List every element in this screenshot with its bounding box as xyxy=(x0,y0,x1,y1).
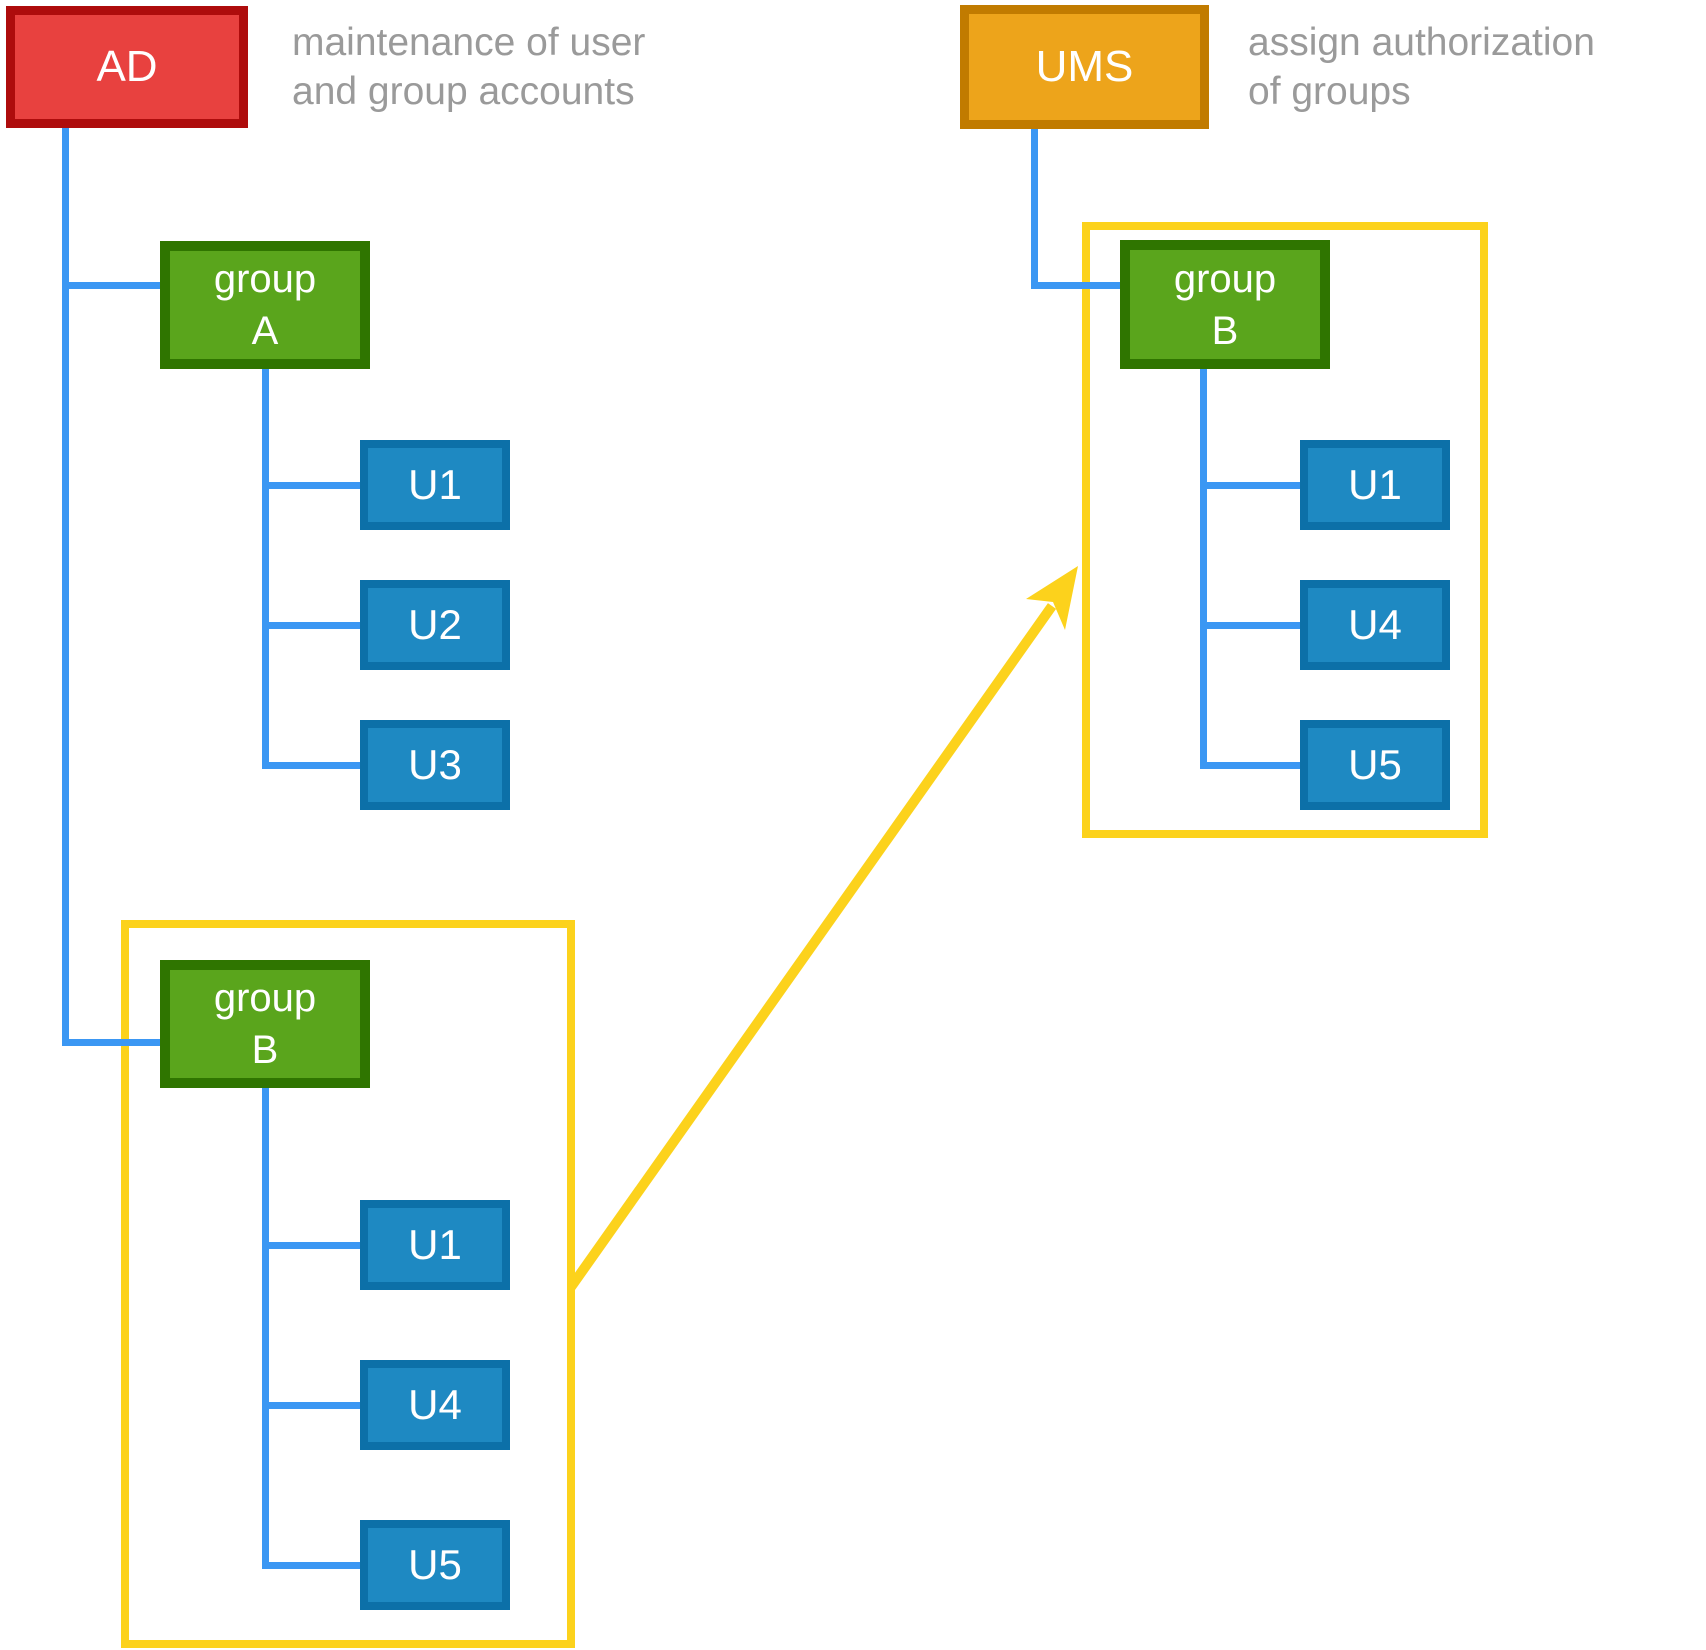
connector-group-a-u2 xyxy=(262,622,360,629)
connector-group-b-ad-u5 xyxy=(262,1562,360,1569)
user-box-group-b-ums-u1: U1 xyxy=(1300,440,1450,530)
user-box-group-b-ad-u5: U5 xyxy=(360,1520,510,1610)
user-box-group-b-ad-u4: U4 xyxy=(360,1360,510,1450)
ad-caption: maintenance of user and group accounts xyxy=(292,21,646,113)
connector-group-a-trunk xyxy=(262,368,269,768)
ums-caption: assign authorization of groups xyxy=(1248,21,1595,113)
group-a-box: group A xyxy=(160,241,370,369)
connector-ad-to-group-b xyxy=(62,1039,160,1046)
connector-group-a-u1 xyxy=(262,482,360,489)
user-box-group-a-u2: U2 xyxy=(360,580,510,670)
connector-group-b-ums-u4 xyxy=(1200,622,1300,629)
user-box-group-b-ad-u1: U1 xyxy=(360,1200,510,1290)
user-box-group-a-u3: U3 xyxy=(360,720,510,810)
connector-group-b-ad-u4 xyxy=(262,1402,360,1409)
connector-group-b-ums-trunk xyxy=(1200,368,1207,769)
connector-group-b-ad-trunk xyxy=(262,1087,269,1569)
connector-group-b-ums-u1 xyxy=(1200,482,1300,489)
group-b-ums-box: group B xyxy=(1120,240,1330,369)
group-b-scope-ums xyxy=(1082,222,1488,838)
user-box-group-a-u1: U1 xyxy=(360,440,510,530)
connector-ad-trunk xyxy=(62,127,69,1046)
connector-group-b-ums-u5 xyxy=(1200,762,1300,769)
user-box-group-b-ums-u5: U5 xyxy=(1300,720,1450,810)
connector-group-a-u3 xyxy=(262,762,360,769)
connector-ums-to-group-b xyxy=(1031,282,1120,289)
connector-group-b-ad-u1 xyxy=(262,1242,360,1249)
ad-box: AD xyxy=(6,6,248,128)
group-b-ad-box: group B xyxy=(160,960,370,1088)
connector-ad-to-group-a xyxy=(62,282,160,289)
ums-box: UMS xyxy=(960,5,1209,129)
connector-ums-trunk xyxy=(1031,129,1038,289)
user-box-group-b-ums-u4: U4 xyxy=(1300,580,1450,670)
